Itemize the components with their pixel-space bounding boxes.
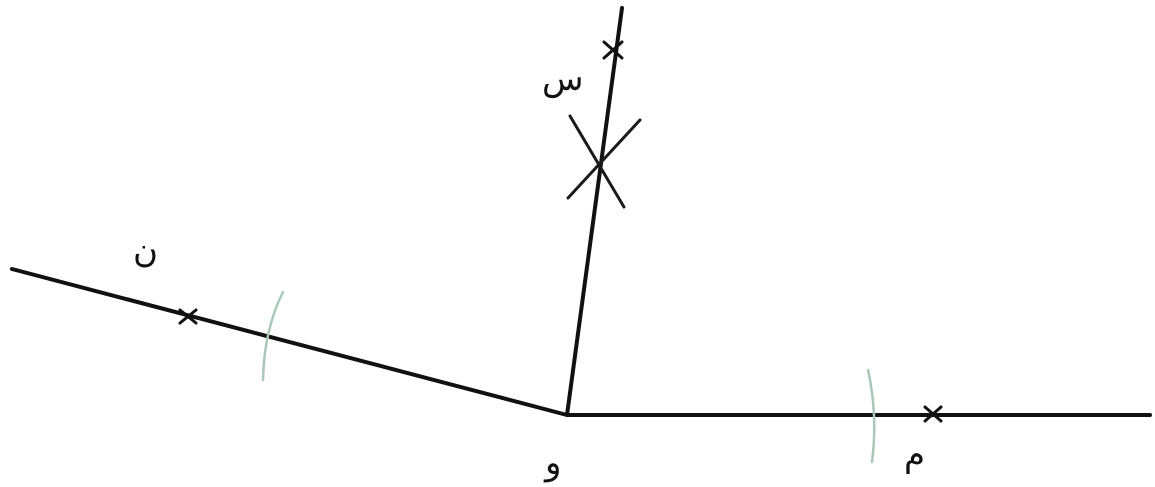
point-marker-left-ray — [178, 308, 198, 325]
ray-left — [10, 267, 569, 417]
label-bisector-point: س — [542, 59, 584, 99]
label-right-ray-point: م — [904, 435, 925, 475]
label-vertex: و — [543, 443, 561, 483]
point-marker-bisector — [602, 40, 624, 60]
label-left-ray-point: ن — [133, 231, 158, 271]
point-marker-right-ray — [923, 405, 943, 423]
construction-arc-right — [866, 368, 876, 464]
bisector-ray — [565, 6, 624, 417]
bisector-arc-intersection — [566, 114, 642, 209]
construction-arc-left — [261, 290, 285, 382]
